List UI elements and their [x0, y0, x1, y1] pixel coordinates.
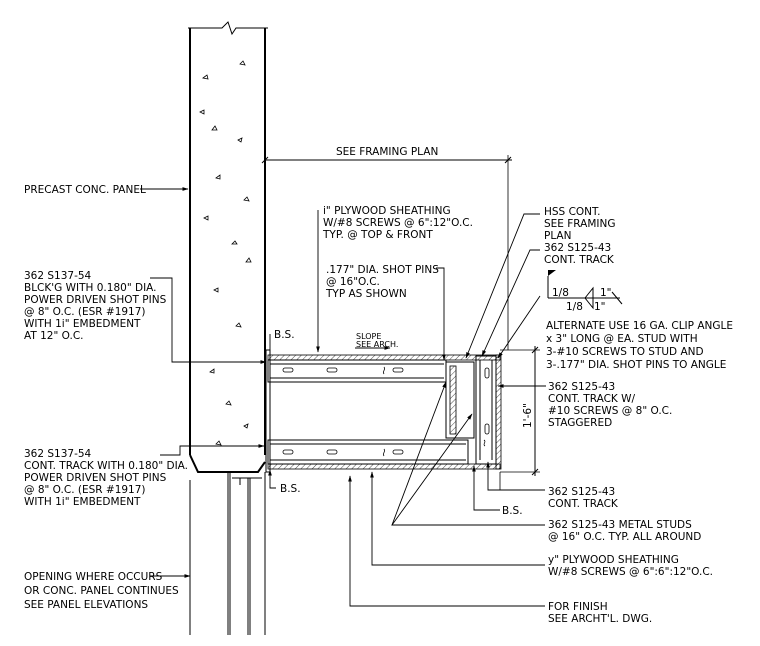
front-track — [475, 355, 497, 465]
hss-label: HSS CONT. SEE FRAMING PLAN — [544, 206, 619, 242]
front-plywood-sheathing — [495, 354, 502, 470]
dimension-label: 1'-6" — [522, 403, 534, 428]
bottom-track-left-label: 362 S137-54 CONT. TRACK WITH 0.180" DIA.… — [24, 448, 191, 508]
dimension-lines — [261, 155, 540, 490]
plywood-top-label: i" PLYWOOD SHEATHING W/#8 SCREWS @ 6":12… — [322, 205, 476, 241]
alternate-label: ALTERNATE USE 16 GA. CLIP ANGLE x 3" LON… — [546, 320, 736, 371]
opening-label: OPENING WHERE OCCURS OR CONC. PANEL CONT… — [24, 571, 182, 611]
concrete-aggregate-marks — [199, 60, 252, 446]
weld-length-top: 1" — [600, 287, 612, 299]
track-screws-label: 362 S125-43 CONT. TRACK W/ #10 SCREWS @ … — [548, 381, 676, 429]
track-top-right-label: 362 S125-43 CONT. TRACK — [544, 242, 615, 266]
bs-top-label: B.S. — [274, 329, 295, 341]
precast-panel-label: PRECAST CONC. PANEL — [24, 184, 146, 196]
leader-lines — [140, 187, 546, 607]
hss-member — [445, 361, 475, 439]
top-track — [267, 359, 447, 383]
weld-length-bottom: 1" — [594, 301, 606, 313]
weld-symbol — [547, 270, 623, 310]
soffit-framing — [265, 349, 502, 473]
precast-concrete-panel — [188, 21, 268, 473]
bs-bottom-right-label: B.S. — [502, 505, 523, 517]
opening-below-panel — [189, 472, 266, 635]
slope-label: SLOPE SEE ARCH. — [356, 332, 398, 349]
shot-pins-label: .177" DIA. SHOT PINS @ 16"O.C. TYP AS SH… — [325, 264, 442, 300]
blocking-label: 362 S137-54 BLCK'G WITH 0.180" DIA. POWE… — [24, 270, 170, 342]
annotation-text: SEE FRAMING PLAN PRECAST CONC. PANEL i" … — [24, 146, 736, 625]
finish-label: FOR FINISH SEE ARCHT'L. DWG. — [548, 601, 652, 625]
bottom-plywood-sheathing — [267, 463, 501, 470]
weld-size-bottom: 1/8 — [566, 301, 583, 313]
track-bottom-right-label: 362 S125-43 CONT. TRACK — [548, 486, 619, 510]
top-plywood-sheathing — [267, 354, 501, 361]
studs-label: 362 S125-43 METAL STUDS @ 16" O.C. TYP. … — [548, 519, 701, 543]
weld-size-top: 1/8 — [552, 287, 569, 299]
see-framing-plan-label: SEE FRAMING PLAN — [336, 146, 438, 158]
plywood-bottom-label: y" PLYWOOD SHEATHING W/#8 SCREWS @ 6":6"… — [548, 554, 713, 578]
bs-bottom-left-label: B.S. — [280, 483, 301, 495]
